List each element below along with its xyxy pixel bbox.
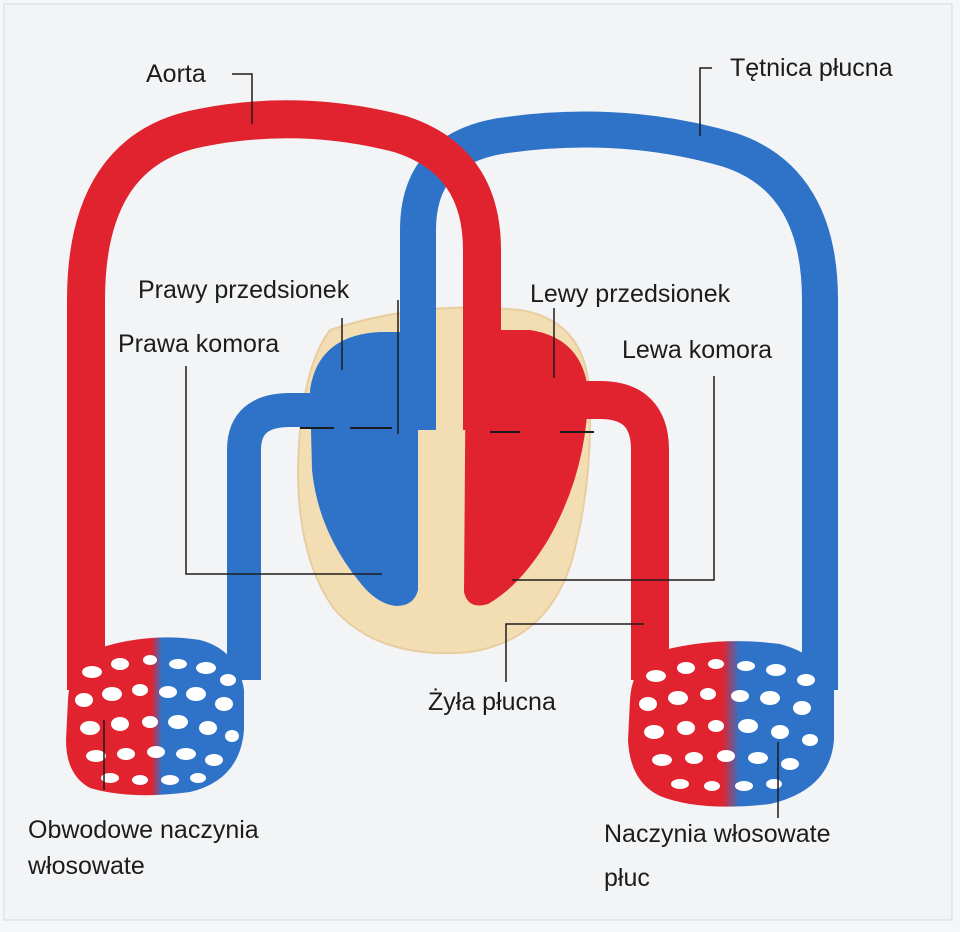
leader-right-ventricle — [185, 366, 382, 575]
label-pulmonary-artery: Tętnica płucna — [730, 54, 893, 82]
label-pulmonary-vein: Żyła płucna — [428, 687, 556, 716]
label-aorta: Aorta — [146, 60, 206, 88]
label-right-ventricle: Prawa komora — [118, 330, 279, 358]
vena-cava-tube — [227, 393, 330, 680]
label-left-atrium: Lewy przedsionek — [530, 280, 731, 308]
label-pulmonary-capillaries-line1: Naczynia włosowate — [604, 820, 831, 848]
valve-markers — [300, 427, 594, 433]
leader-pulmonary-artery — [699, 67, 712, 136]
leader-left-ventricle — [512, 376, 715, 581]
leader-aorta — [232, 73, 253, 124]
pulmonary-vein-tube — [555, 381, 669, 680]
systemic-capillary-bed — [66, 637, 244, 796]
label-right-atrium: Prawy przedsionek — [138, 276, 350, 304]
leader-lines — [103, 67, 779, 818]
pulmonary-capillary-bed — [628, 641, 834, 807]
label-pulmonary-capillaries-line2: płuc — [604, 864, 650, 892]
label-systemic-capillaries-line1: Obwodowe naczynia — [28, 816, 259, 844]
right-heart-chambers — [310, 332, 418, 606]
leader-pulmonary-vein — [505, 623, 644, 682]
label-left-ventricle: Lewa komora — [622, 336, 772, 364]
label-systemic-capillaries-line2: włosowate — [27, 852, 145, 880]
aorta-tube — [67, 100, 501, 690]
